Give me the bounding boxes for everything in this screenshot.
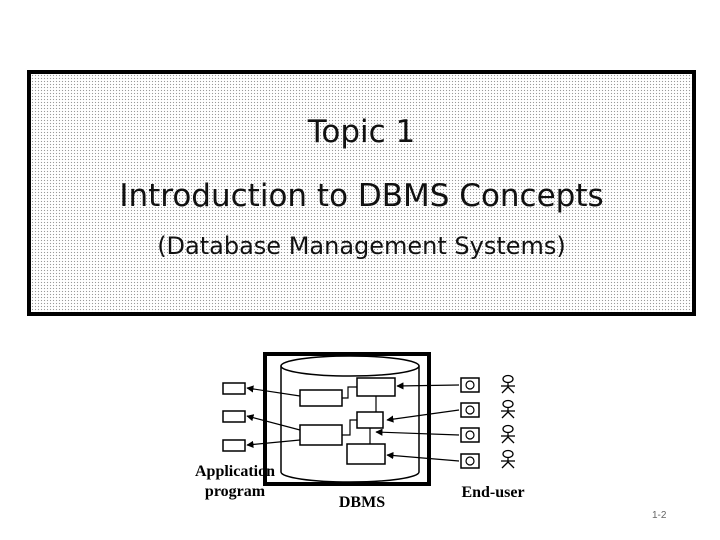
- user-stick-figure-icon: [501, 424, 515, 444]
- slide-subtitle: (Database Management Systems): [157, 232, 566, 260]
- dbms-record-box: [356, 411, 384, 429]
- application-arrows: [246, 385, 301, 448]
- dbms-label: DBMS: [338, 494, 386, 511]
- terminal-screen-icon: [465, 380, 475, 390]
- end-user-terminal-icon: [460, 427, 480, 443]
- dbms-record-box: [299, 424, 343, 446]
- terminal-box-icon: [222, 410, 246, 423]
- user-stick-figure-icon: [501, 399, 515, 419]
- title-box: Topic 1 Introduction to DBMS Concepts (D…: [27, 70, 696, 316]
- dbms-record-box: [346, 443, 386, 465]
- topic-heading: Topic 1: [307, 114, 416, 150]
- dbms-internal-links: [342, 386, 377, 444]
- end-user-terminal-icon: [460, 402, 480, 418]
- end-user-label: End-user: [461, 484, 525, 501]
- terminal-screen-icon: [465, 456, 475, 466]
- page-number: 1-2: [652, 510, 667, 521]
- end-user-arrows: [375, 382, 460, 462]
- dbms-record-box: [356, 377, 396, 397]
- terminal-box-icon: [222, 439, 246, 452]
- terminal-box-icon: [222, 382, 246, 395]
- end-user-terminal-icon: [460, 377, 480, 393]
- user-stick-figure-icon: [501, 449, 515, 469]
- application-program-label: Application program: [194, 463, 275, 500]
- dbms-record-box: [299, 389, 343, 407]
- user-stick-figure-icon: [501, 374, 515, 394]
- slide-title: Introduction to DBMS Concepts: [119, 178, 604, 214]
- end-user-terminal-icon: [460, 453, 480, 469]
- terminal-screen-icon: [465, 430, 475, 440]
- terminal-screen-icon: [465, 405, 475, 415]
